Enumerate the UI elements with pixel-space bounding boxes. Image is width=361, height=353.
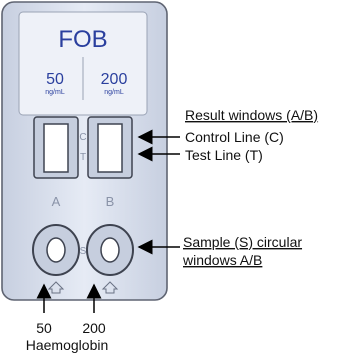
device-title: FOB (58, 26, 107, 53)
result-window-a (43, 123, 69, 173)
sample-window-label-2: windows A/B (182, 252, 262, 268)
sample-window-label-1: Sample (S) circular (183, 234, 302, 250)
control-mark: C (79, 132, 86, 143)
result-window-b (97, 123, 123, 173)
haemoglobin-caption: Haemoglobin (26, 337, 109, 353)
left-unit: ng/mL (45, 89, 65, 96)
sample-hole-a (46, 237, 66, 263)
left-concentration: 50 (46, 71, 64, 88)
window-b-letter: B (106, 194, 115, 209)
right-concentration: 200 (101, 71, 128, 88)
sample-hole-b (100, 237, 120, 263)
label-50: 50 (36, 320, 52, 336)
home-arrow-icon-a (47, 281, 65, 294)
sample-mark: S (80, 246, 87, 257)
window-a-letter: A (52, 194, 61, 209)
result-windows-label: Result windows (A/B) (185, 107, 318, 123)
test-mark: T (80, 152, 86, 163)
label-200: 200 (82, 320, 106, 336)
test-line-label: Test Line (T) (185, 147, 263, 163)
home-arrow-icon-b (101, 281, 119, 294)
control-line-label: Control Line (C) (185, 129, 284, 145)
right-unit: ng/mL (104, 89, 124, 96)
